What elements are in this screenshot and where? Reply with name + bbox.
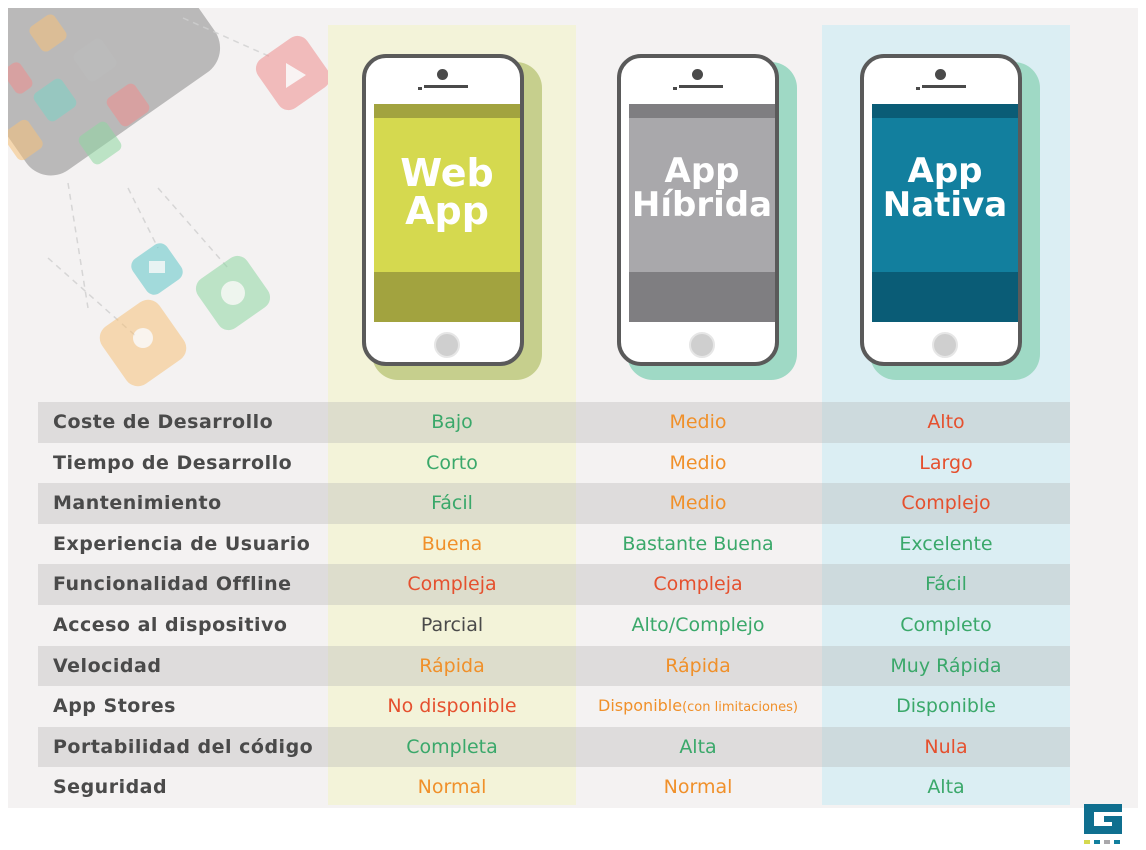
tablet-illustration [8, 8, 221, 176]
row-label: Velocidad [53, 654, 162, 677]
play-icon [255, 35, 331, 111]
native-value: Excelente [899, 532, 993, 555]
hybrid-value: Medio [669, 411, 727, 433]
home-button-icon [689, 332, 715, 358]
native-value: Fácil [925, 573, 967, 596]
table-row: Velocidad Rápida Rápida Muy Rápida [38, 645, 1070, 687]
web-value: Fácil [431, 492, 473, 515]
native-value: Alto [927, 411, 965, 433]
table-row: Funcionalidad Offline Compleja Compleja Fác… [38, 564, 1070, 605]
hybrid-value: Disponible(con limitaciones) [598, 696, 798, 716]
home-button-icon [932, 332, 958, 358]
web-value: Corto [426, 451, 478, 474]
hybrid-value: Compleja [653, 573, 743, 596]
row-label: Tiempo de Desarrollo [53, 451, 293, 474]
hybrid-value: Medio [669, 492, 727, 515]
row-label: Mantenimiento [53, 492, 222, 515]
native-value: Completo [900, 613, 992, 636]
home-button-icon [434, 332, 460, 358]
hybrid-value: Bastante Buena [622, 532, 774, 555]
native-value: Disponible [896, 695, 996, 718]
grid-app-icon [8, 62, 33, 94]
hybrid-app-title: App Híbrida [631, 151, 773, 225]
company-logo-icon [1084, 804, 1122, 844]
grid-app-icon [106, 83, 150, 127]
native-value: Largo [919, 451, 973, 474]
web-value: Normal [417, 776, 487, 799]
web-app-phone: Web App [362, 54, 542, 380]
hybrid-value: Alto/Complejo [631, 613, 765, 636]
web-value: Rápida [419, 654, 485, 677]
web-app-title: Web App [400, 151, 494, 233]
hybrid-app-screen: App Híbrida [629, 104, 775, 322]
native-app-title: App Nativa [882, 151, 1008, 225]
table-row: Seguridad Normal Normal Alta [38, 767, 1070, 808]
web-value: Parcial [420, 613, 484, 636]
web-app-screen: Web App [374, 104, 520, 322]
web-value: Bajo [431, 411, 473, 433]
hero-illustration [8, 8, 331, 387]
table-row: Portabilidad del código Completa Alta Nula [38, 726, 1070, 768]
hybrid-value: Medio [669, 451, 727, 474]
hybrid-app-phone: App Híbrida [617, 54, 797, 380]
hybrid-value-note: (con limitaciones) [682, 700, 798, 716]
table-row: Tiempo de Desarrollo Corto Medio Largo [38, 443, 1070, 484]
native-app-phone: App Nativa [860, 54, 1040, 380]
hybrid-value: Normal [663, 776, 733, 799]
row-label: Funcionalidad Offline [53, 573, 292, 596]
chat-icon [195, 255, 271, 331]
web-value: No disponible [387, 695, 517, 718]
hybrid-value: Alta [679, 735, 717, 758]
row-label: Coste de Desarrollo [53, 411, 274, 433]
grid-app-icon [73, 38, 117, 82]
native-app-screen: App Nativa [872, 104, 1018, 322]
grid-app-icon [29, 14, 67, 52]
native-value: Alta [927, 776, 965, 799]
table-row: Experiencia de Usuario Buena Bastante Buen… [38, 524, 1070, 565]
row-label: Experiencia de Usuario [53, 532, 311, 555]
shopping-cart-icon [131, 243, 183, 295]
native-value: Nula [924, 735, 968, 758]
grid-app-icon [8, 119, 43, 161]
native-value: Muy Rápida [890, 654, 1002, 677]
row-label: Acceso al dispositivo [53, 613, 288, 636]
grid-app-icon [33, 78, 77, 122]
table-row: Coste de Desarrollo Bajo Medio Alto [38, 402, 1070, 443]
table-row: Mantenimiento Fácil Medio Complejo [38, 483, 1070, 524]
native-value: Complejo [901, 492, 991, 515]
row-label: App Stores [53, 695, 176, 718]
web-value: Buena [421, 532, 483, 555]
table-row: Acceso al dispositivo Parcial Alto/Complej… [38, 605, 1070, 646]
grid-app-icon [78, 121, 122, 165]
web-value: Completa [406, 735, 498, 758]
hybrid-value: Rápida [665, 654, 731, 677]
location-pin-icon [99, 299, 187, 387]
row-label: Portabilidad del código [53, 735, 314, 758]
row-label: Seguridad [53, 776, 168, 799]
web-value: Compleja [407, 573, 497, 596]
